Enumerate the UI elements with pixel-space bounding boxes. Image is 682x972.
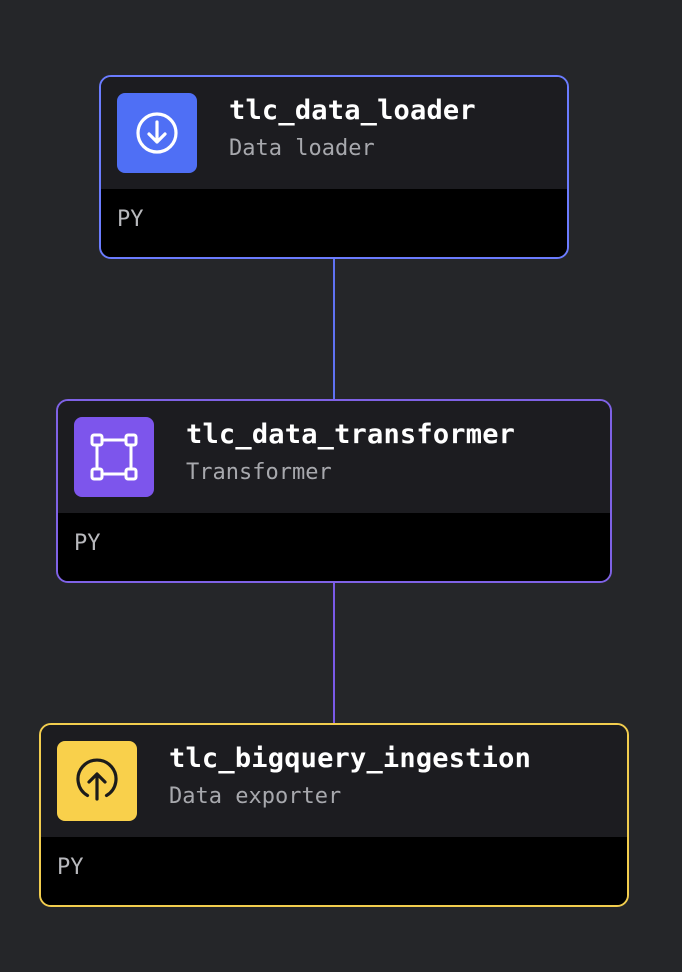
block-footer: PY (101, 189, 567, 257)
download-circle-icon (117, 93, 197, 173)
block-footer: PY (58, 513, 610, 581)
block-header: tlc_bigquery_ingestion Data exporter (41, 725, 627, 837)
block-node-data-loader[interactable]: tlc_data_loader Data loader PY (99, 75, 569, 259)
block-header: tlc_data_transformer Transformer (58, 401, 610, 513)
block-footer: PY (41, 837, 627, 905)
block-node-transformer[interactable]: tlc_data_transformer Transformer PY (56, 399, 612, 583)
upload-circle-icon (57, 741, 137, 821)
block-name: tlc_data_loader (229, 95, 476, 126)
block-name: tlc_bigquery_ingestion (169, 743, 532, 774)
block-language-label: PY (57, 855, 84, 880)
block-node-data-exporter[interactable]: tlc_bigquery_ingestion Data exporter PY (39, 723, 629, 907)
block-type-label: Data exporter (169, 784, 342, 809)
block-header: tlc_data_loader Data loader (101, 77, 567, 189)
block-type-label: Data loader (229, 136, 375, 161)
block-language-label: PY (74, 531, 101, 556)
transform-square-icon (74, 417, 154, 497)
edge-loader-to-transformer (333, 258, 335, 402)
edge-transformer-to-exporter (333, 582, 335, 726)
block-type-label: Transformer (186, 460, 332, 485)
block-language-label: PY (117, 207, 144, 232)
block-name: tlc_data_transformer (186, 419, 516, 450)
